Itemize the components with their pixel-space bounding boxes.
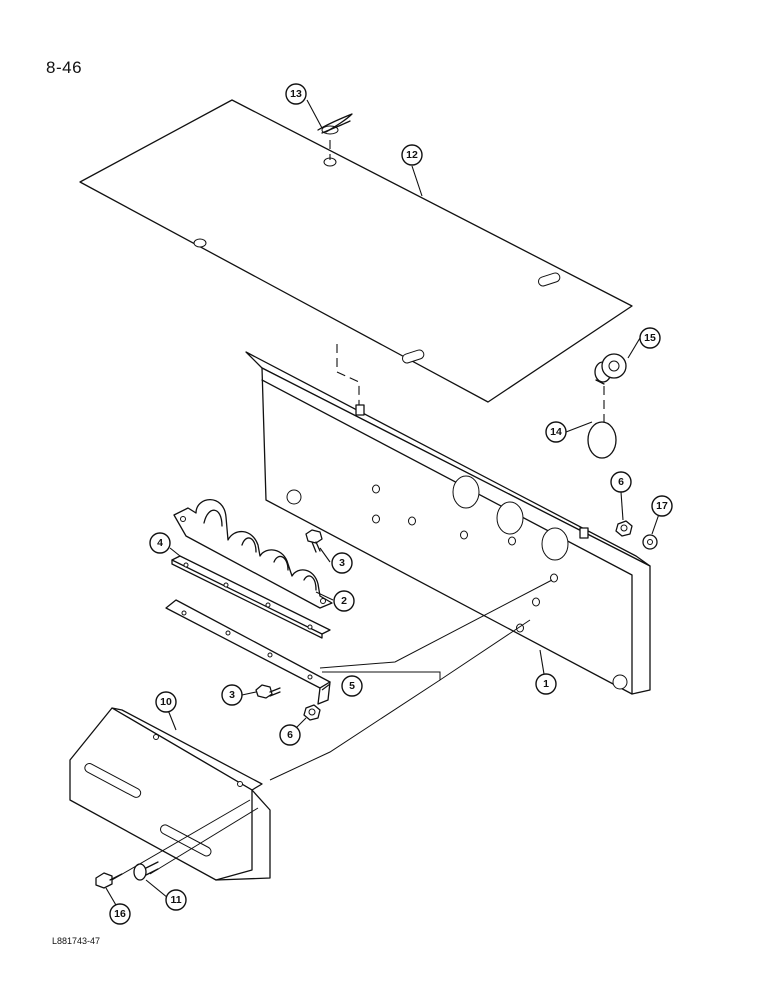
lock-washer	[642, 534, 658, 550]
callout-3-lower: 3	[221, 684, 243, 706]
assembly-lines	[111, 579, 553, 881]
svg-text:14: 14	[550, 426, 562, 438]
svg-text:6: 6	[287, 729, 293, 741]
callout-12: 12	[401, 144, 423, 166]
bolt-16	[95, 872, 123, 889]
svg-text:11: 11	[170, 894, 181, 906]
svg-text:3: 3	[229, 689, 235, 701]
svg-text:5: 5	[349, 680, 355, 692]
svg-text:3: 3	[339, 557, 345, 569]
mounting-bracket	[69, 707, 271, 881]
svg-text:10: 10	[160, 696, 172, 708]
page-number: 8-46	[46, 58, 83, 77]
hose-clamp-bracket	[173, 499, 333, 609]
svg-text:4: 4	[157, 537, 163, 549]
bolt-lower	[255, 684, 281, 699]
callout-10: 10	[155, 691, 177, 713]
hairpin-clip	[317, 113, 353, 135]
callout-5: 5	[341, 675, 363, 697]
o-ring	[587, 386, 617, 459]
nut-upper	[615, 520, 633, 537]
svg-text:15: 15	[644, 332, 656, 344]
svg-text:1: 1	[543, 678, 549, 690]
nut-lower	[303, 704, 321, 721]
flat-strap	[171, 555, 331, 639]
callout-14: 14	[545, 421, 567, 443]
svg-text:12: 12	[406, 149, 418, 161]
svg-text:2: 2	[341, 595, 347, 607]
callout-15: 15	[639, 327, 661, 349]
svg-text:17: 17	[656, 500, 668, 512]
cover-plate	[79, 99, 633, 403]
figure-code: L881743-47	[52, 936, 101, 946]
callout-11: 11	[165, 889, 187, 911]
callout-16: 16	[109, 903, 131, 925]
svg-text:16: 16	[114, 908, 126, 920]
callout-17: 17	[651, 495, 673, 517]
angle-strap	[165, 599, 331, 705]
svg-text:6: 6	[618, 476, 624, 488]
callout-3-upper: 3	[331, 552, 353, 574]
callout-13: 13	[285, 83, 307, 105]
callout-1: 1	[535, 673, 557, 695]
svg-text:13: 13	[290, 88, 302, 100]
main-bracket-panel	[245, 351, 651, 695]
plug-cap	[594, 353, 627, 385]
callout-6-upper: 6	[610, 471, 632, 493]
callout-2: 2	[333, 590, 355, 612]
bolt-upper	[305, 529, 323, 553]
callout-6-lower: 6	[279, 724, 301, 746]
callout-4: 4	[149, 532, 171, 554]
